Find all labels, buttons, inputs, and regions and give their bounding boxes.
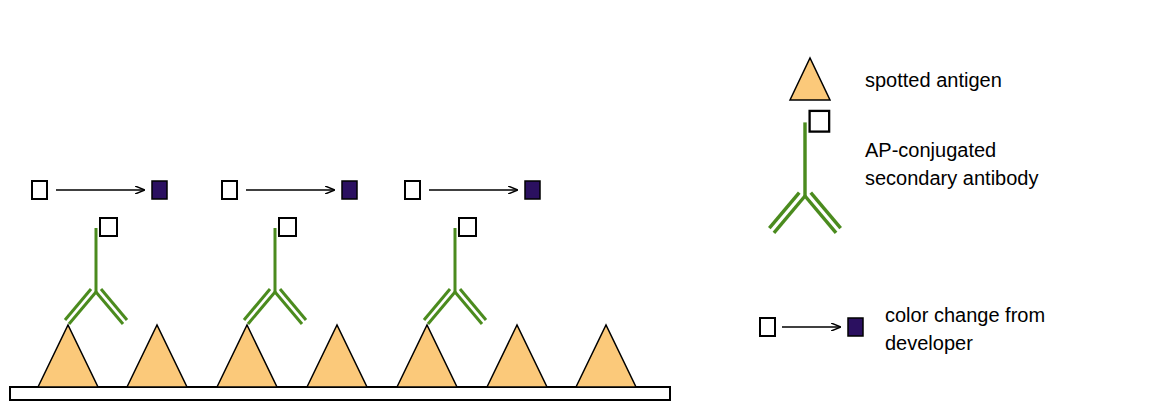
antigen-symbol (38, 325, 98, 387)
antigen-symbol (576, 325, 636, 387)
antigen-symbol (307, 325, 367, 387)
antigen-symbol (217, 325, 277, 387)
legend-label: spotted antigen (865, 66, 1085, 94)
legend-label: AP-conjugated secondary antibody (865, 136, 1065, 192)
color-change-symbol (32, 181, 167, 199)
antigen-row (38, 325, 636, 387)
color-change-symbol (405, 181, 540, 199)
antigen-symbol (487, 325, 547, 387)
antibody-symbol (65, 218, 127, 324)
legend-label: color change from developer (885, 301, 1070, 357)
antigen-symbol (397, 325, 457, 387)
color-change-symbol (222, 181, 357, 199)
membrane-slide (10, 387, 670, 400)
legend-antigen-sample (790, 58, 830, 100)
antibody-symbol (424, 218, 486, 324)
antibody-symbol (244, 218, 306, 324)
antigen-symbol (127, 325, 187, 387)
legend-antibody-sample (769, 111, 840, 233)
legend-color-change-sample (760, 318, 863, 336)
